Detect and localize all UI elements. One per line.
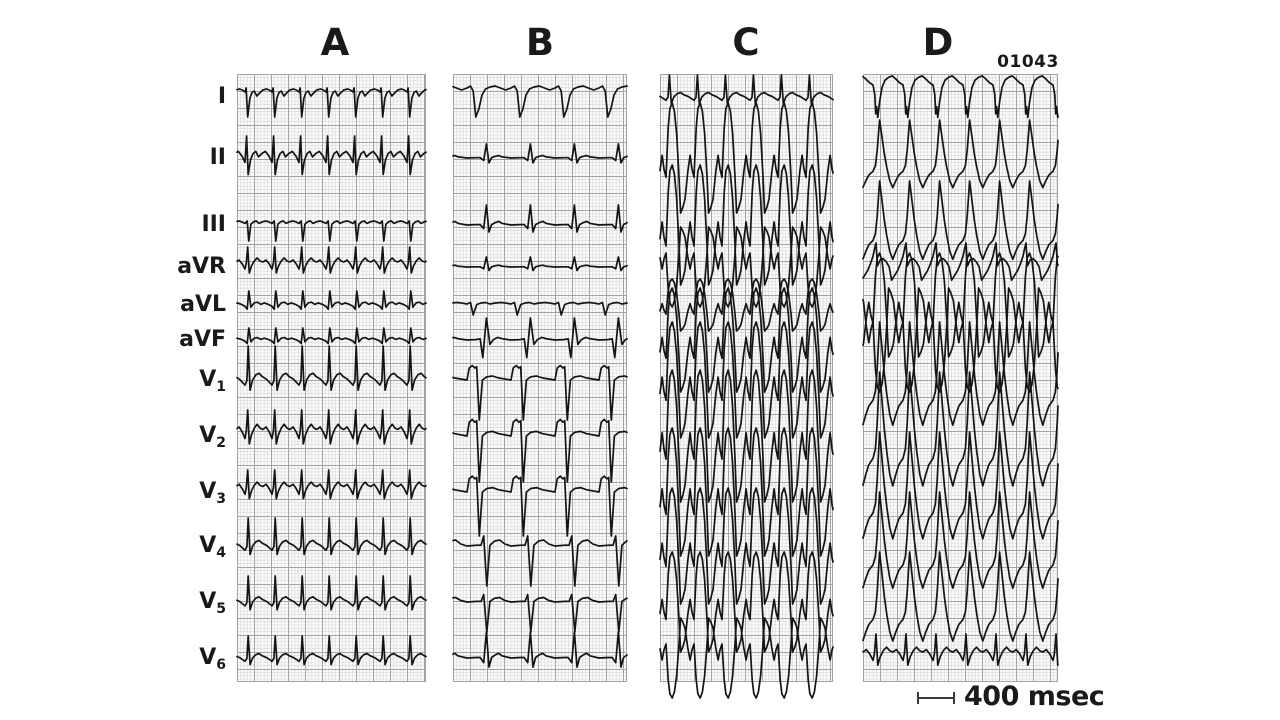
- lead-label-v3: V3: [199, 479, 226, 507]
- panel-header-d: D: [922, 21, 954, 64]
- ecg-trace-c-v2: [659, 369, 834, 503]
- panel-header-b: B: [525, 21, 555, 64]
- ecg-trace-d-avl: [862, 252, 1059, 358]
- ecg-grid-paper: [237, 74, 426, 682]
- lead-label-v4: V4: [199, 533, 226, 561]
- ecg-strip-d: [862, 74, 1059, 682]
- ecg-trace-b-i: [452, 85, 628, 118]
- ecg-trace-d-ii: [862, 119, 1059, 189]
- ecg-trace-c-v1: [659, 321, 834, 439]
- ecg-trace-d-i: [862, 75, 1059, 119]
- ecg-trace-d-v3: [862, 431, 1059, 540]
- ecg-trace-b-v5: [452, 593, 628, 633]
- ecg-trace-d-v6: [862, 633, 1059, 667]
- ecg-trace-a-avf: [236, 327, 427, 345]
- ecg-trace-a-v6: [236, 635, 427, 666]
- lead-label-avf: aVF: [179, 327, 226, 352]
- panel-header-c: C: [732, 21, 760, 64]
- lead-label-i: I: [217, 84, 226, 109]
- lead-label-ii: II: [209, 145, 226, 170]
- ecg-trace-d-v5: [862, 551, 1059, 642]
- ecg-strip-a: [236, 74, 427, 682]
- record-id: 01043: [997, 52, 1059, 72]
- ecg-trace-d-iii: [862, 180, 1059, 261]
- panel-header-a: A: [320, 21, 350, 64]
- ecg-trace-b-avf: [452, 317, 628, 359]
- ecg-trace-c-i: [659, 74, 834, 105]
- ecg-strip-b: [452, 74, 628, 682]
- ecg-trace-d-v4: [862, 491, 1059, 589]
- ecg-strip-c: [659, 74, 834, 699]
- lead-label-v1: V1: [199, 367, 226, 395]
- ecg-trace-b-ii: [452, 143, 628, 164]
- ecg-trace-b-v2: [452, 418, 628, 483]
- ecg-trace-a-iii: [236, 220, 427, 242]
- ecg-trace-a-v2: [236, 409, 427, 445]
- ecg-trace-c-ii: [659, 102, 834, 214]
- ecg-trace-b-v1: [452, 364, 628, 421]
- ecg-trace-d-v2: [862, 371, 1059, 487]
- scale-bar-label: 400 msec: [964, 681, 1105, 712]
- lead-label-avl: aVL: [180, 292, 226, 317]
- ecg-trace-a-i: [236, 87, 427, 118]
- ecg-trace-c-avf: [659, 287, 834, 393]
- ecg-trace-c-avr: [659, 226, 834, 308]
- ecg-trace-a-v5: [236, 575, 427, 611]
- ecg-trace-c-v5: [659, 551, 834, 653]
- ecg-trace-b-v3: [452, 475, 628, 537]
- ecg-trace-a-avl: [236, 290, 427, 311]
- ecg-trace-a-v4: [236, 517, 427, 556]
- ecg-trace-b-v4: [452, 535, 628, 587]
- ecg-trace-a-v1: [236, 345, 427, 392]
- ecg-trace-c-v6: [659, 617, 834, 699]
- scale-bar-icon: [917, 692, 955, 704]
- lead-label-v6: V6: [199, 645, 226, 673]
- lead-label-v2: V2: [199, 423, 226, 451]
- ecg-trace-b-avl: [452, 301, 628, 316]
- lead-label-iii: III: [201, 212, 226, 237]
- lead-label-v5: V5: [199, 589, 226, 617]
- ecg-trace-a-v3: [236, 469, 427, 500]
- ecg-trace-a-ii: [236, 135, 427, 176]
- ecg-trace-b-iii: [452, 204, 628, 233]
- ecg-trace-c-avl: [659, 278, 834, 332]
- ecg-trace-c-v4: [659, 487, 834, 605]
- ecg-trace-c-v3: [659, 427, 834, 557]
- ecg-trace-a-avr: [236, 246, 427, 274]
- ecg-trace-c-iii: [659, 164, 834, 286]
- ecg-trace-b-avr: [452, 256, 628, 272]
- lead-label-avr: aVR: [177, 254, 226, 279]
- ecg-trace-b-v6: [452, 631, 628, 668]
- ecg-trace-d-v1: [862, 321, 1059, 427]
